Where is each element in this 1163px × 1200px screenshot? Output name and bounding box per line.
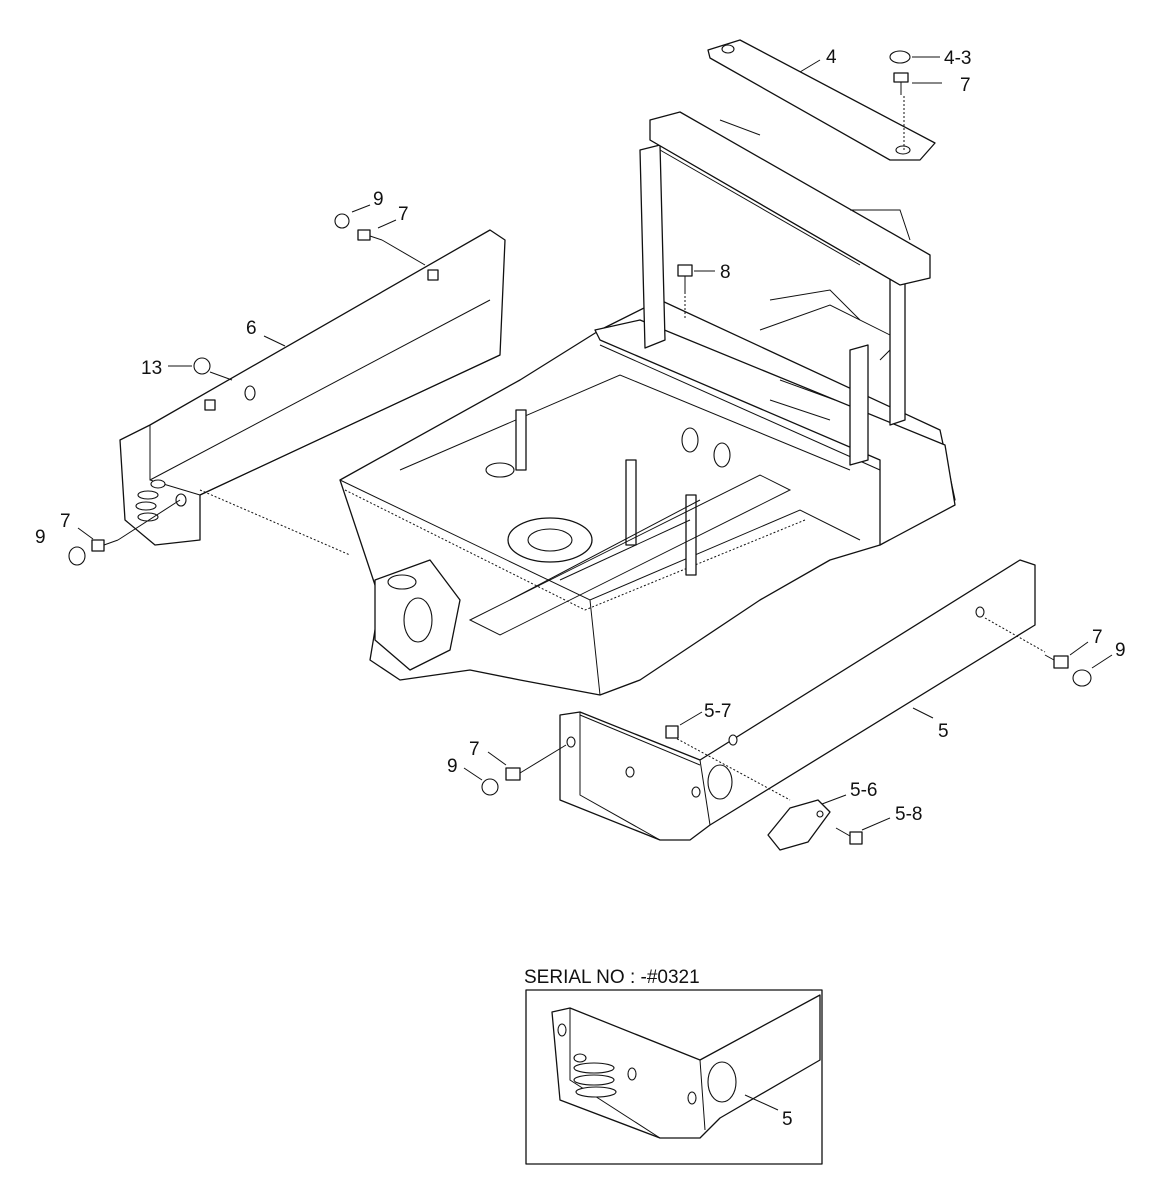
inset-cover-drawing (551, 994, 821, 1139)
cap-4-3 (889, 50, 940, 64)
inset-title: SERIAL NO : -#0321 (524, 967, 700, 988)
callout-4-3: 4-3 (944, 48, 971, 69)
callout-6: 6 (246, 318, 257, 339)
top-plate-part-4 (707, 39, 936, 161)
callout-9-cover-front: 9 (35, 527, 46, 548)
bolt-7-cover-top (334, 204, 426, 266)
left-cover-part-6 (119, 229, 506, 556)
callout-9-top: 9 (373, 189, 384, 210)
callout-7-right: 7 (1092, 627, 1103, 648)
callout-5: 5 (938, 721, 949, 742)
callout-7-left-rear: 7 (469, 739, 480, 760)
callout-4: 4 (826, 47, 837, 68)
callout-7-cover-front: 7 (60, 511, 71, 532)
callout-5-8: 5-8 (895, 804, 922, 825)
bolt-7-right (1044, 641, 1113, 687)
callout-9-left-rear: 9 (447, 756, 458, 777)
bolt-7-cover-front (68, 499, 181, 566)
bolt-7-top (893, 72, 942, 150)
grommet-13 (168, 357, 233, 381)
bolt-5-8 (835, 817, 891, 845)
nut-5-7 (665, 711, 703, 739)
bolt-7-left-rear (463, 744, 567, 796)
inset-callout-5: 5 (782, 1109, 793, 1130)
callout-13: 13 (141, 358, 162, 379)
rear-cover-part-5 (559, 559, 1046, 841)
callout-5-6: 5-6 (850, 780, 877, 801)
callout-labels: 4 4-3 7 9 7 8 6 13 7 9 7 9 5-7 5 7 9 5-6… (35, 47, 1126, 825)
plate-5-6 (767, 794, 847, 851)
callout-7-cover-top: 7 (398, 204, 409, 225)
serial-inset: SERIAL NO : -#0321 5 (524, 967, 823, 1165)
bolt-8 (677, 264, 715, 320)
upper-frame (339, 111, 956, 696)
callout-5-7: 5-7 (704, 701, 731, 722)
callout-7-top: 7 (960, 75, 971, 96)
callout-9-right: 9 (1115, 640, 1126, 661)
callout-8: 8 (720, 262, 731, 283)
